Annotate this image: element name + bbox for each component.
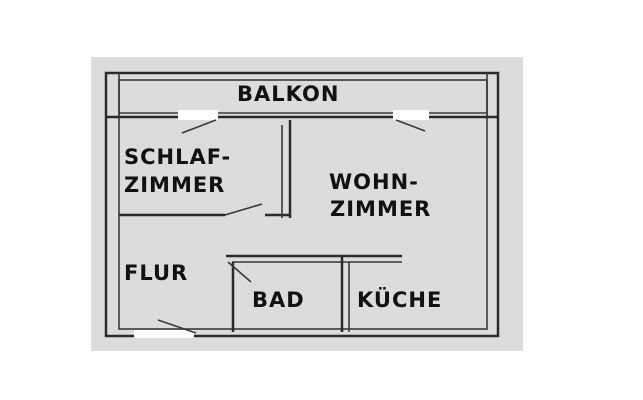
- balcony-doors: [178, 110, 429, 134]
- room-label-schlafzimmer-2: ZIMMER: [124, 173, 225, 197]
- room-label-bad: BAD: [252, 288, 305, 312]
- room-label-schlafzimmer-1: SCHLAF-: [124, 145, 231, 169]
- room-label-wohnzimmer-2: ZIMMER: [330, 197, 431, 221]
- room-label-balkon: BALKON: [237, 82, 339, 106]
- bedroom-wall: [119, 120, 292, 218]
- room-label-wohnzimmer-1: WOHN-: [329, 170, 419, 194]
- outer-wall: [104, 71, 500, 338]
- room-label-flur: FLUR: [124, 261, 188, 285]
- plan-background: [91, 57, 523, 351]
- bath-kitchen-walls: [226, 254, 402, 332]
- room-label-kueche: KÜCHE: [357, 287, 442, 312]
- entrance-door: [134, 319, 197, 338]
